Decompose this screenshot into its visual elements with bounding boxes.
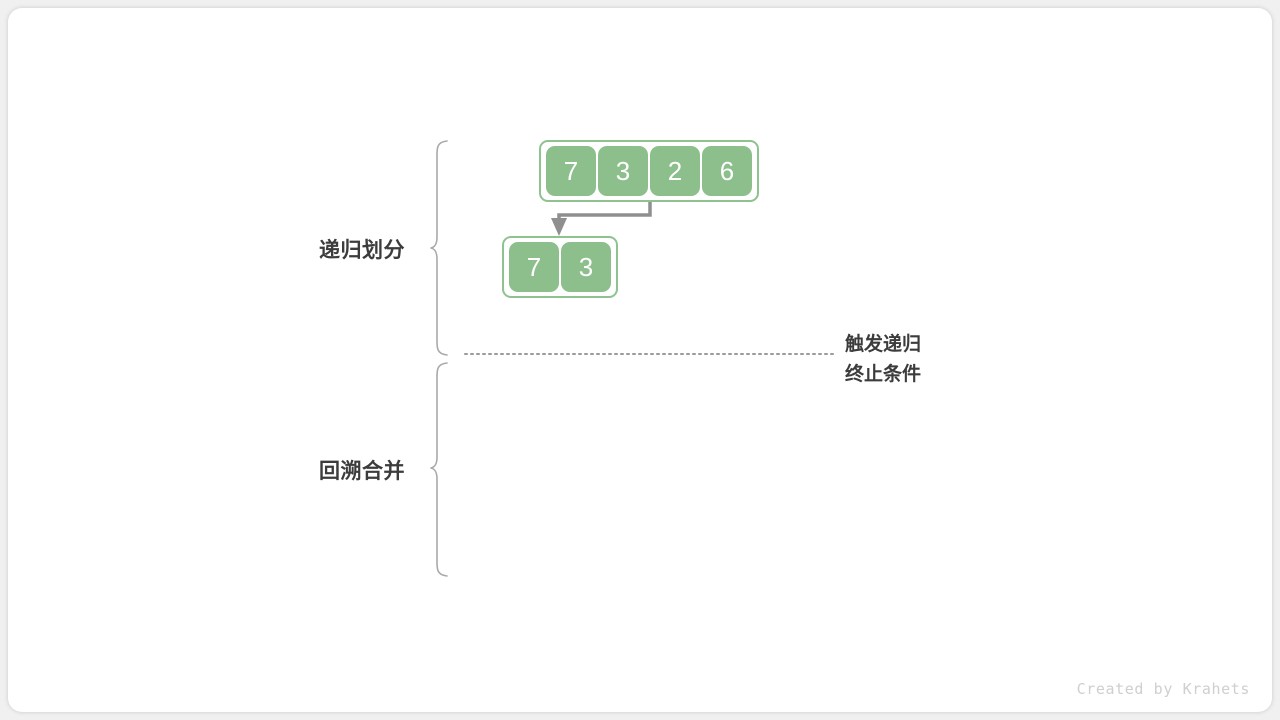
termination-annotation: 触发递归 终止条件 <box>845 330 921 390</box>
array-original: 7 3 2 6 <box>539 140 759 202</box>
array-cell: 6 <box>702 146 752 196</box>
section-label-divide: 递归划分 <box>319 239 405 262</box>
array-cell: 2 <box>650 146 700 196</box>
array-cell: 7 <box>509 242 559 292</box>
split-arrow <box>557 199 652 222</box>
section-label-merge: 回溯合并 <box>319 460 405 483</box>
split-arrow-head <box>551 218 567 236</box>
brace-divide <box>430 140 448 356</box>
watermark: Created by Krahets <box>1076 680 1250 698</box>
brace-merge <box>430 362 448 577</box>
content-card <box>8 8 1272 712</box>
array-left-half: 7 3 <box>502 236 618 298</box>
annotation-line-1: 触发递归 <box>845 334 922 355</box>
array-cell: 7 <box>546 146 596 196</box>
array-cell: 3 <box>561 242 611 292</box>
array-cell: 3 <box>598 146 648 196</box>
annotation-line-2: 终止条件 <box>845 364 922 385</box>
